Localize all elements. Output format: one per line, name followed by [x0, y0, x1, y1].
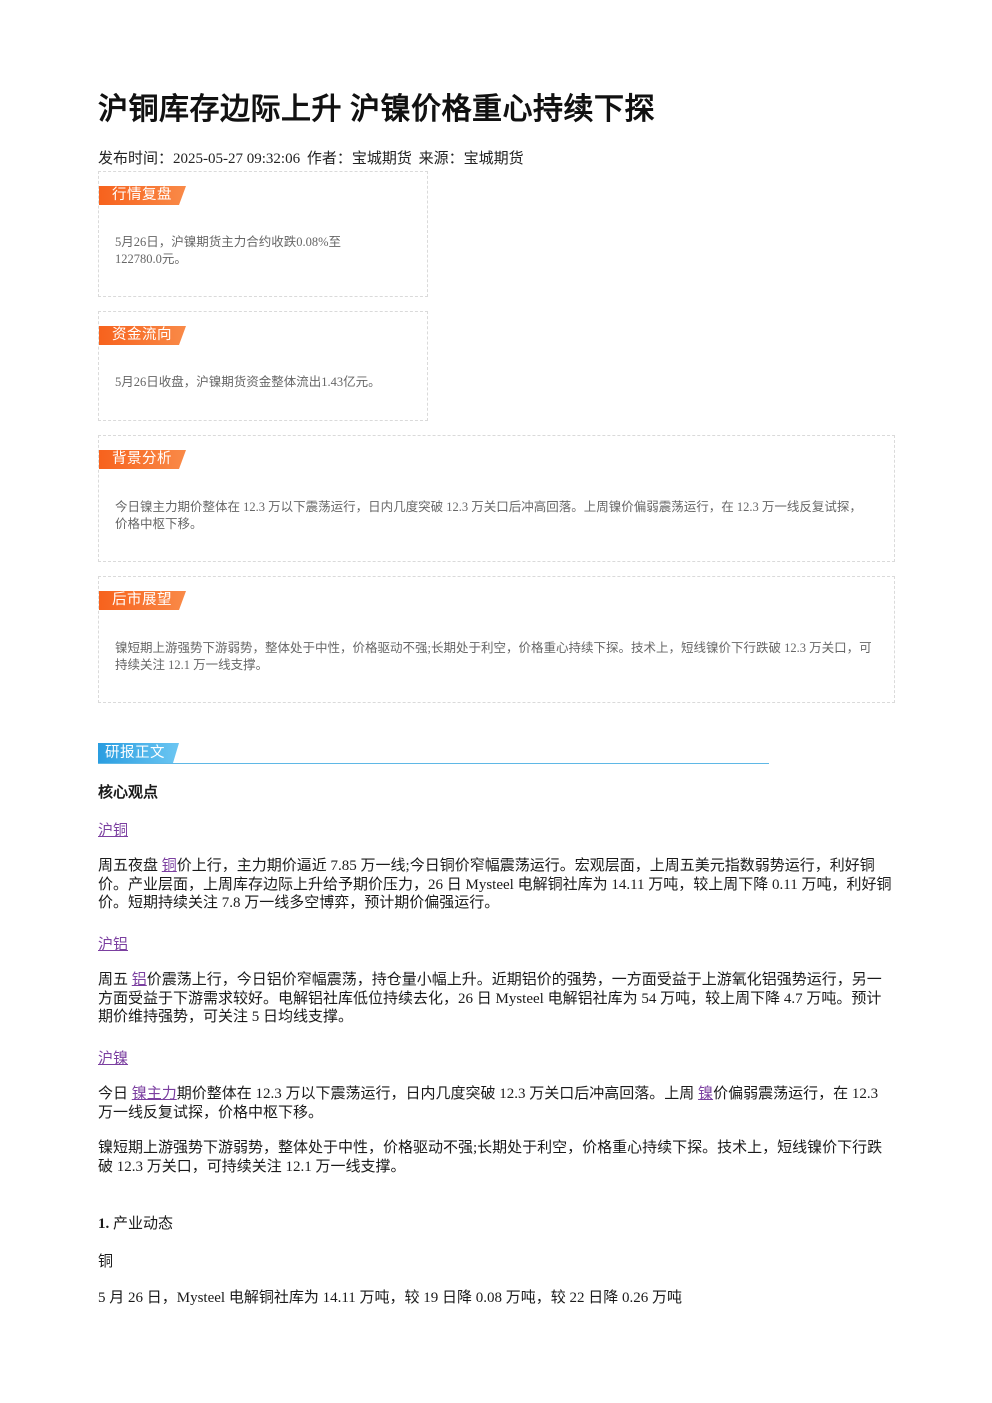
background-text: 今日镍主力期价整体在 12.3 万以下震荡运行，日内几度突破 12.3 万关口后… [115, 500, 862, 531]
nickel-inline-link[interactable]: 镍 [698, 1086, 714, 1102]
core-view-heading: 核心观点 [98, 785, 159, 801]
page-title: 沪铜库存边际上升 沪镍价格重心持续下探 [98, 93, 655, 126]
copper-paragraph: 周五夜盘 铜价上行，主力期价逼近 7.85 万一线;今日铜价窄幅震荡运行。宏观层… [98, 857, 894, 913]
source-label: 来源： [418, 151, 464, 167]
aluminum-text-b: 价震荡上行，今日铝价窄幅震荡，持仓量小幅上升。近期铝价的强势，一方面受益于上游氧… [98, 972, 882, 1025]
nickel-paragraph-2: 镍短期上游强势下游弱势，整体处于中性，价格驱动不强;长期处于利空，价格重心持续下… [98, 1140, 883, 1175]
publish-time: 2025-05-27 09:32:06 [173, 151, 301, 167]
aluminum-inline-link[interactable]: 铝 [131, 972, 147, 988]
outlook-text: 镍短期上游强势下游弱势，整体处于中性，价格驱动不强;长期处于利空，价格重心持续下… [115, 641, 872, 672]
author-label: 作者： [306, 151, 352, 167]
industry-title: 产业动态 [113, 1216, 174, 1232]
market-review-text: 5月26日，沪镍期货主力合约收跌0.08%至122780.0元。 [115, 235, 342, 266]
nickel-text-c: 价偏弱震荡运行，在 12.3 万一线反复试探，价格中枢下移。 [98, 1086, 879, 1121]
report-section-bar: 研报正文 [98, 743, 769, 764]
market-review-tag: 行情复盘 [99, 186, 186, 205]
capital-flow-box: 资金流向 5月26日收盘，沪镍期货资金整体流出1.43亿元。 [98, 311, 428, 421]
publish-label: 发布时间： [98, 151, 174, 167]
industry-number: 1. [98, 1216, 110, 1232]
source: 宝城期货 [463, 151, 524, 167]
nickel-text-a: 今日 [98, 1086, 132, 1102]
nickel-link[interactable]: 沪镍 [98, 1051, 129, 1067]
nickel-text-b: 期价整体在 12.3 万以下震荡运行，日内几度突破 12.3 万关口后冲高回落。… [176, 1086, 699, 1102]
copper-text-a: 周五夜盘 [98, 858, 162, 874]
copper-link[interactable]: 沪铜 [98, 823, 129, 839]
copper-link-row: 沪铜 [98, 819, 894, 840]
article-meta: 发布时间：2025-05-27 09:32:06 作者：宝城期货 来源：宝城期货 [98, 147, 527, 168]
industry-heading: 1. 产业动态 [98, 1212, 894, 1233]
background-box: 背景分析 今日镍主力期价整体在 12.3 万以下震荡运行，日内几度突破 12.3… [98, 435, 895, 562]
outlook-box: 后市展望 镍短期上游强势下游弱势，整体处于中性，价格驱动不强;长期处于利空，价格… [98, 576, 895, 703]
nickel-paragraph-1: 今日 镍主力期价整体在 12.3 万以下震荡运行，日内几度突破 12.3 万关口… [98, 1085, 894, 1122]
nickel-link-row: 沪镍 [98, 1047, 894, 1068]
copper-text-b: 价上行，主力期价逼近 7.85 万一线;今日铜价窄幅震荡运行。宏观层面，上周五美… [98, 858, 892, 911]
capital-flow-text: 5月26日收盘，沪镍期货资金整体流出1.43亿元。 [115, 375, 381, 389]
author: 宝城期货 [351, 151, 412, 167]
market-review-box: 行情复盘 5月26日，沪镍期货主力合约收跌0.08%至122780.0元。 [98, 171, 428, 297]
copper-inline-link[interactable]: 铜 [161, 858, 177, 874]
aluminum-link[interactable]: 沪铝 [98, 937, 129, 953]
aluminum-text-a: 周五 [98, 972, 132, 988]
aluminum-link-row: 沪铝 [98, 933, 894, 954]
aluminum-paragraph: 周五 铝价震荡上行，今日铝价窄幅震荡，持仓量小幅上升。近期铝价的强势，一方面受益… [98, 971, 894, 1027]
report-section-tag: 研报正文 [98, 743, 179, 763]
nickel-main-link[interactable]: 镍主力 [131, 1086, 177, 1102]
background-tag: 背景分析 [99, 450, 186, 469]
capital-flow-tag: 资金流向 [99, 326, 186, 345]
outlook-tag: 后市展望 [99, 591, 186, 610]
industry-copper-label: 铜 [98, 1254, 114, 1270]
industry-copper-text: 5 月 26 日，Mysteel 电解铜社库为 14.11 万吨，较 19 日降… [98, 1290, 683, 1306]
